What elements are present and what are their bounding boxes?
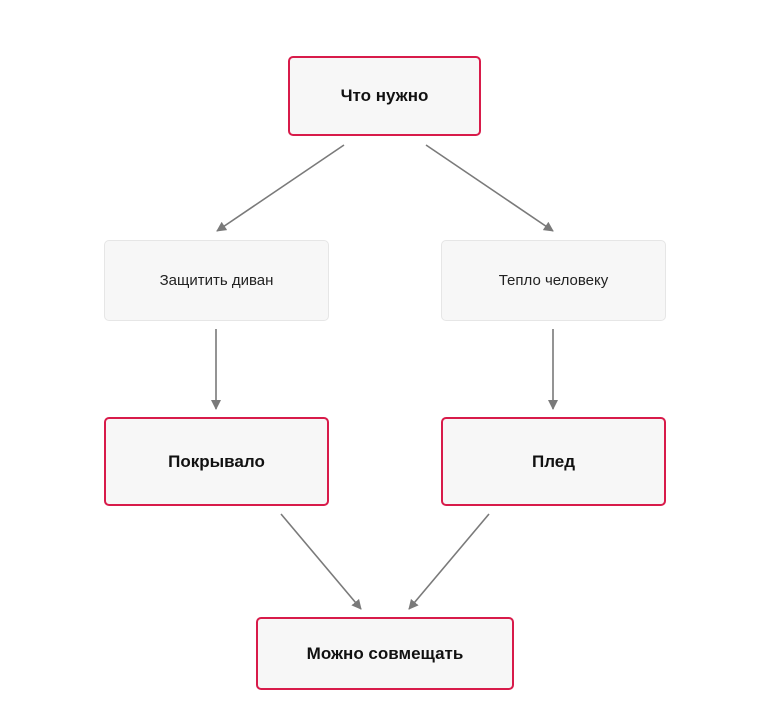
node-label: Тепло человеку: [498, 272, 609, 289]
node-what-is-needed: Что нужно: [288, 56, 481, 136]
node-cover: Покрывало: [104, 417, 329, 506]
node-label: Покрывало: [168, 451, 265, 471]
node-protect-sofa: Защитить диван: [104, 240, 329, 321]
node-label: Можно совмещать: [306, 643, 464, 663]
node-label: Защитить диван: [159, 272, 274, 289]
node-plaid: Плед: [441, 417, 666, 506]
node-can-combine: Можно совмещать: [256, 617, 514, 690]
edge-cover-to-combine: [280, 513, 362, 610]
edge-root-to-protect: [216, 144, 345, 232]
node-label: Что нужно: [340, 86, 429, 105]
node-warm-person: Тепло человеку: [441, 240, 666, 321]
edge-root-to-warm: [425, 144, 554, 232]
node-label: Плед: [531, 451, 576, 471]
edge-plaid-to-combine: [408, 513, 490, 610]
